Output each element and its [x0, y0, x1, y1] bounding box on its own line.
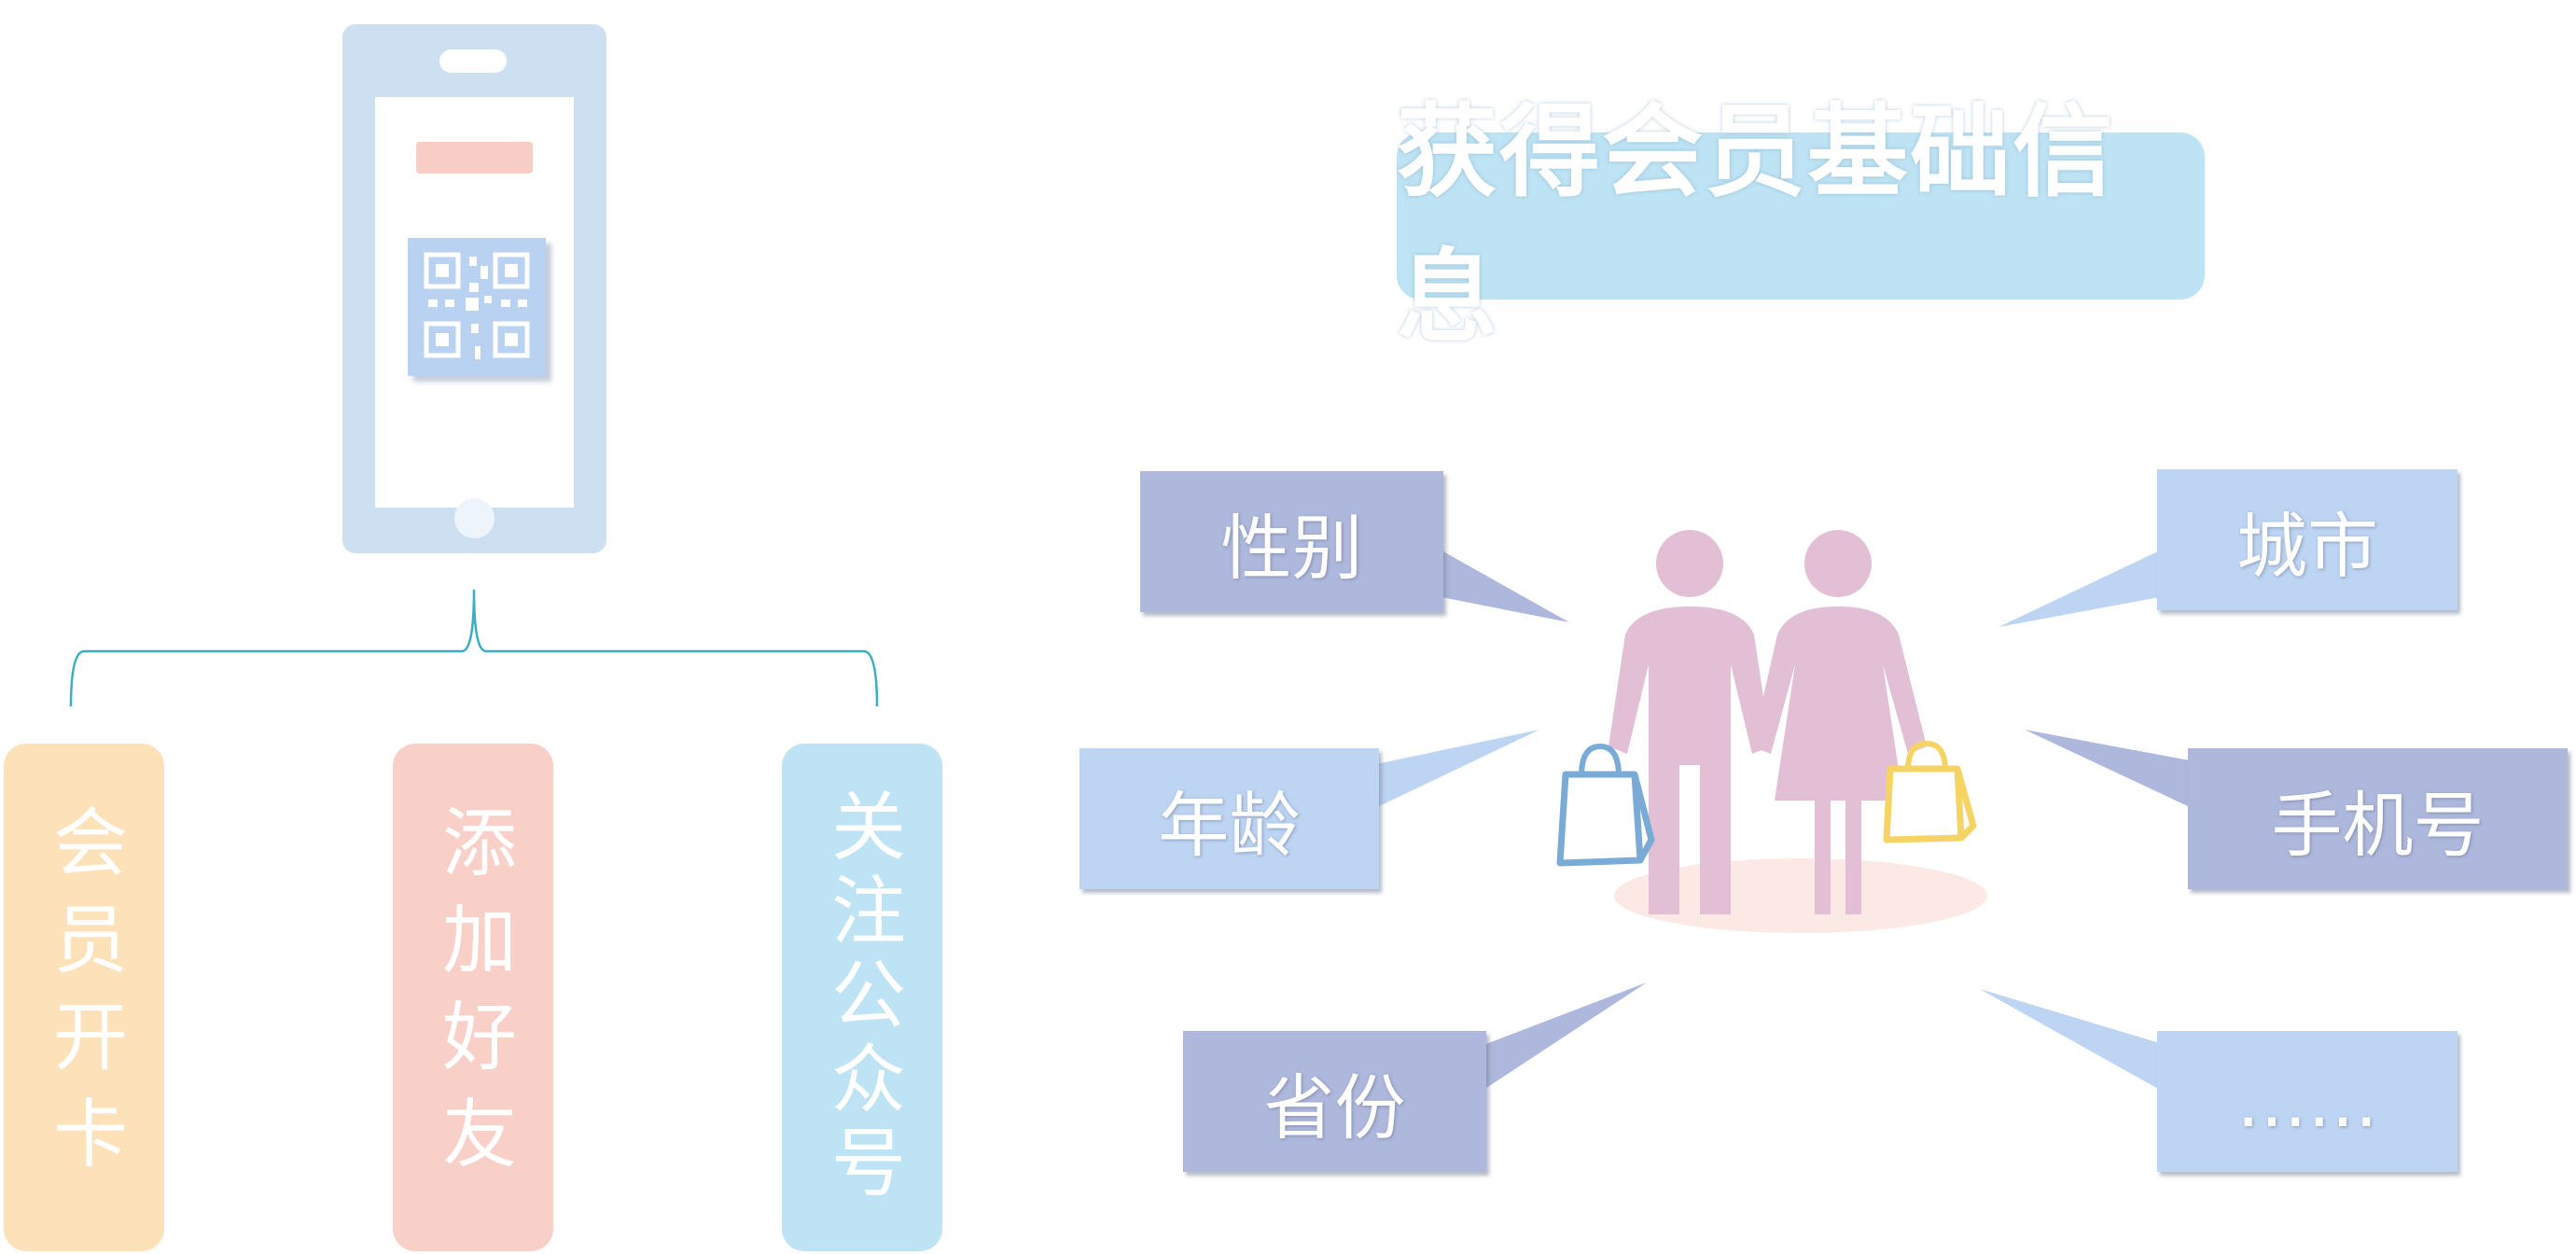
column-label: 关注公众号 [819, 787, 906, 1207]
blue-bag-icon [1556, 771, 1655, 867]
callout-province: 省份 [1183, 1031, 1486, 1172]
callout-label: 省份 [1263, 1066, 1406, 1150]
callout-gender: 性别 [1140, 471, 1443, 612]
qr-code-icon [408, 238, 546, 376]
title-banner: 获得会员基础信息 [1397, 94, 2205, 356]
shopping-couple-illustration [1556, 530, 1987, 933]
title-text: 获得会员基础信息 [1397, 93, 2116, 356]
screen-banner [416, 142, 533, 174]
callout-phone-number: 手机号 [2188, 748, 2568, 889]
callout-more: …… [2157, 1031, 2458, 1172]
smartphone-icon [342, 24, 606, 553]
yellow-bag-icon [1883, 765, 1977, 843]
column-member-card: 会员开卡 [4, 744, 164, 1251]
man-head [1656, 530, 1723, 597]
callout-label: …… [2236, 1060, 2378, 1143]
phone-screen [375, 97, 574, 508]
callout-city: 城市 [2157, 469, 2458, 610]
callout-tail-city [1998, 550, 2160, 627]
woman-body [1752, 606, 1927, 914]
column-label: 会员开卡 [41, 803, 128, 1191]
phone-home-button [454, 498, 494, 538]
callout-tail-gender [1441, 550, 1569, 622]
column-follow-account: 关注公众号 [782, 744, 942, 1251]
callout-label: 性别 [1220, 506, 1363, 590]
callout-tail-province [1483, 982, 1647, 1090]
callout-label: 年龄 [1158, 783, 1301, 867]
callout-tail-phone [2025, 730, 2190, 807]
callout-tail-age [1372, 730, 1539, 810]
callout-label: 手机号 [2271, 783, 2485, 867]
phone-speaker [439, 49, 507, 73]
tree-bracket [69, 589, 879, 707]
callout-label: 城市 [2236, 504, 2378, 588]
column-add-friend: 添加好友 [393, 744, 553, 1251]
callout-tail-more [1980, 989, 2160, 1090]
woman-head [1804, 530, 1872, 597]
column-label: 添加好友 [430, 803, 517, 1191]
callout-age: 年龄 [1079, 748, 1379, 889]
